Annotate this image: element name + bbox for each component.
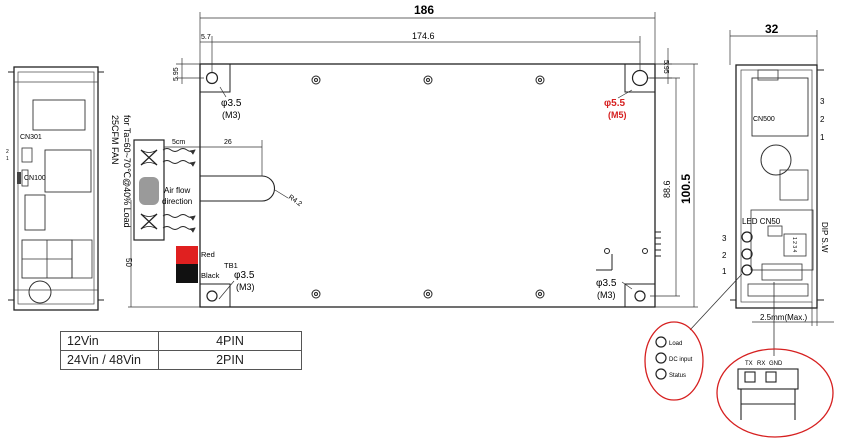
led-3 — [741, 231, 753, 243]
fan-spec-line2: for Ta=60~70℃@40% Load — [122, 115, 132, 228]
top-offset-right-dim: 5.95 — [662, 60, 669, 74]
top-offset-left-dim: 5.95 — [173, 67, 180, 81]
dip-sw-label: DIP S.W — [820, 222, 829, 253]
table-cell-input: 24Vin / 48Vin — [60, 350, 159, 370]
table-row: 12Vin 4PIN — [60, 331, 302, 351]
legend-status: Status — [669, 373, 686, 379]
overall-length-dim: 186 — [414, 3, 434, 17]
airflow-line2: direction — [162, 197, 192, 206]
led-legend-callout — [644, 321, 704, 401]
hole-tr-dia: φ5.5 — [604, 98, 625, 109]
legend-dc-led — [655, 352, 667, 364]
side-width-dim: 32 — [765, 22, 779, 36]
fan-spec-line1: 25CFM FAN — [110, 115, 120, 165]
top-dimensions — [128, 12, 698, 308]
hole-tr-screw: (M5) — [608, 110, 627, 120]
terminal-black-label: Black — [201, 271, 220, 280]
uart-connector — [737, 368, 799, 420]
led-1 — [741, 264, 753, 276]
pin-left-3: 3 — [722, 234, 727, 243]
hole-tl-screw: (M3) — [222, 110, 241, 120]
pin-table: 12Vin 4PIN 24Vin / 48Vin 2PIN — [60, 331, 302, 370]
table-cell-pins: 2PIN — [158, 350, 302, 370]
pin-right-3: 3 — [820, 97, 825, 106]
cn500-label: CN500 — [753, 116, 775, 123]
led-2 — [741, 248, 753, 260]
bottom-offset-dim: 50 — [124, 258, 133, 267]
terminal-black — [176, 264, 198, 283]
legend-load-led — [655, 336, 667, 348]
hole-bottom-left — [206, 290, 218, 302]
table-cell-input: 12Vin — [60, 331, 159, 351]
left-side-view — [8, 66, 104, 311]
pin-left-2: 2 — [722, 251, 727, 260]
fan-dims — [164, 140, 289, 199]
legend-dc-input: DC input — [669, 357, 693, 363]
cn301-label: CN301 — [20, 134, 42, 141]
right-side-view — [730, 64, 824, 309]
hole-bottom-right — [634, 290, 646, 302]
uart-tx: TX — [745, 361, 753, 367]
front-view-outline — [199, 63, 661, 308]
hole-tl-dia: φ3.5 — [221, 98, 242, 109]
bend-radius-dim: R4.2 — [287, 194, 303, 208]
hole-bl-dia: φ3.5 — [234, 270, 255, 281]
hole-pitch-dim: 174.6 — [412, 31, 435, 41]
hole-br-screw: (M3) — [597, 290, 616, 300]
terminal-red-label: Red — [201, 250, 215, 259]
left-offset-dim: 5.7 — [201, 34, 211, 41]
uart-gnd: GND — [769, 361, 783, 367]
hole-top-right — [631, 69, 649, 87]
terminal-red — [176, 246, 198, 264]
fan-bend-dim: 26 — [224, 139, 232, 146]
hole-br-dia: φ3.5 — [596, 278, 617, 289]
cable — [200, 175, 276, 202]
airflow-line1: Air flow — [164, 186, 190, 195]
table-row: 24Vin / 48Vin 2PIN — [60, 350, 302, 370]
hole-bl-screw: (M3) — [236, 282, 255, 292]
small-pin-2: 2 — [6, 149, 9, 155]
table-cell-pins: 4PIN — [158, 331, 302, 351]
small-pin-1: 1 — [6, 156, 9, 162]
cn100-label: CN100 — [24, 175, 46, 182]
uart-callout — [716, 348, 834, 438]
led-cn50-label: LED CN50 — [742, 217, 781, 226]
pin-right-1: 1 — [820, 133, 825, 142]
side-protrusion-dim: 2.5mm(Max.) — [760, 313, 807, 322]
overall-height-dim: 100.5 — [679, 174, 693, 204]
pin-left-1: 1 — [722, 267, 727, 276]
terminal-label: TB1 — [224, 261, 238, 270]
side-dimensions — [729, 30, 834, 326]
hole-span-height-dim: 88.6 — [662, 180, 672, 198]
legend-load: Load — [669, 341, 682, 347]
uart-rx: RX — [757, 361, 765, 367]
legend-status-led — [655, 368, 667, 380]
pin-right-2: 2 — [820, 115, 825, 124]
dip-sw-text: 1 2 3 4 — [791, 237, 797, 253]
fan-module — [133, 139, 196, 241]
fan-offset-dim: 5cm — [172, 139, 185, 146]
hole-top-left — [205, 71, 219, 85]
